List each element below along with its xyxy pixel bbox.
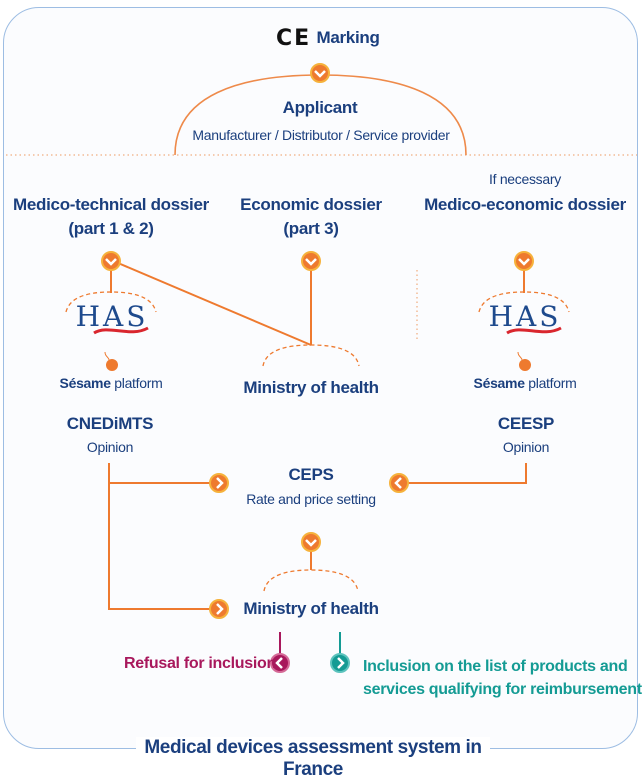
sesame-rest: platform (524, 375, 577, 391)
has-swoosh-left (93, 326, 149, 335)
sesame-platform-right: Sésame platform (474, 375, 577, 391)
ministry-of-health-top: Ministry of health (243, 378, 379, 397)
diagram-frame (3, 7, 638, 749)
sesame-bold: Sésame (59, 375, 111, 391)
arrow-right-icon-inclusion (330, 653, 350, 673)
arrow-down-icon-medico-economic (514, 251, 534, 271)
arrow-right-icon-ceps (209, 473, 229, 493)
marking-label: Marking (316, 28, 380, 47)
economic-dossier-line2: (part 3) (283, 219, 339, 238)
ceps-subtitle: Rate and price setting (246, 491, 376, 507)
arrow-down-icon-economic (301, 251, 321, 271)
arrow-left-icon-refusal (270, 653, 290, 673)
arrow-right-icon-ministry (209, 599, 229, 619)
arrow-down-icon-medico-technical (101, 251, 121, 271)
sesame-platform-left: Sésame platform (60, 375, 163, 391)
has-swoosh-right (506, 326, 562, 335)
arrow-down-icon-ceps (301, 532, 321, 552)
mouse-icon-right (517, 351, 531, 371)
medico-technical-dossier-line2: (part 1 & 2) (68, 219, 154, 238)
applicant-subtitle: Manufacturer / Distributor / Service pro… (192, 127, 450, 143)
ministry-of-health-bottom: Ministry of health (243, 599, 379, 618)
cnedimts-name: CNEDiMTS (66, 414, 154, 433)
refusal-label: Refusal for inclusion (124, 655, 276, 672)
has-logo-right: HAS (488, 300, 562, 333)
ceesp-opinion: Opinion (502, 439, 550, 455)
applicant-title: Applicant (282, 98, 358, 117)
arrow-left-icon-ceps (389, 473, 409, 493)
economic-dossier-line1: Economic dossier (240, 195, 382, 214)
inclusion-line1: Inclusion on the list of products and (363, 658, 628, 675)
mouse-icon-left (104, 351, 118, 371)
ceesp-name: CEESP (497, 414, 555, 433)
medico-technical-dossier-line1: Medico-technical dossier (13, 195, 209, 214)
footer-title: Medical devices assessment system in Fra… (136, 737, 490, 781)
has-logo-left: HAS (75, 300, 149, 333)
arrow-down-icon-applicant (310, 63, 330, 83)
inclusion-line2: services qualifying for reimbursement (363, 681, 642, 698)
inclusion-label: Inclusion on the list of products and se… (363, 655, 642, 701)
ceps-name: CEPS (288, 465, 334, 484)
sesame-rest: platform (110, 375, 163, 391)
medico-economic-dossier: Medico-economic dossier (424, 195, 626, 214)
sesame-bold: Sésame (473, 375, 525, 391)
cnedimts-opinion: Opinion (86, 439, 134, 455)
ce-mark: CE (276, 26, 312, 51)
if-necessary-note: If necessary (489, 171, 561, 187)
